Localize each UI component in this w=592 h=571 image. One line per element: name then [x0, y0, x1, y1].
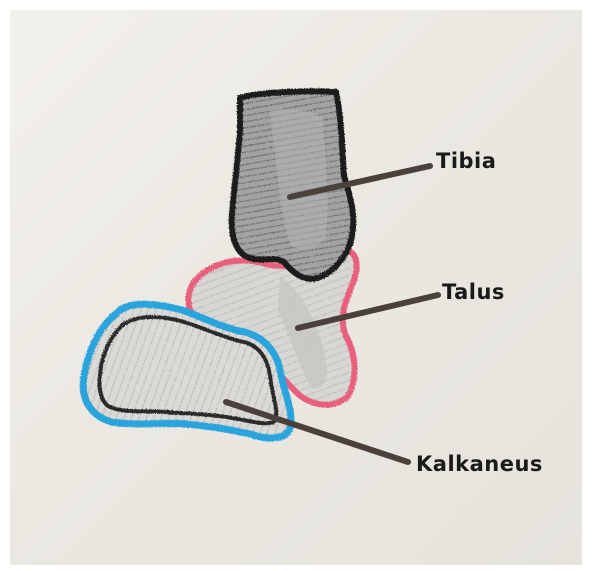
tibia-label: Tibia	[436, 149, 496, 173]
talus-label: Talus	[442, 280, 505, 304]
calcaneus-label: Kalkaneus	[416, 452, 543, 476]
